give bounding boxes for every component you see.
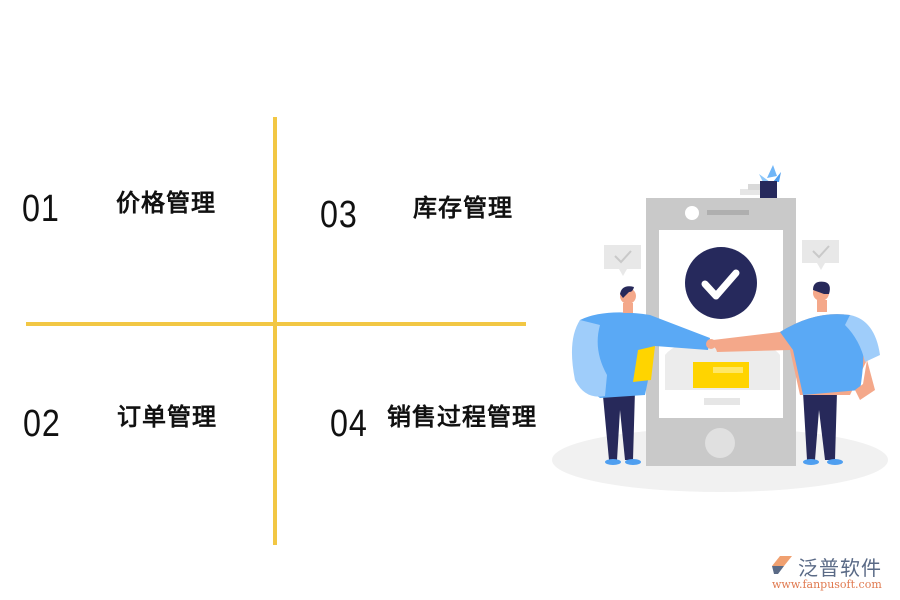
quadrant-3-number: 03 xyxy=(320,194,358,236)
vertical-divider xyxy=(273,117,277,545)
quadrant-2-number: 02 xyxy=(23,403,61,445)
speech-bubble-check-icon xyxy=(802,240,839,270)
quadrant-3-label: 库存管理 xyxy=(413,194,513,222)
checkmark-circle-icon xyxy=(685,247,757,319)
phone-home-button xyxy=(705,428,735,458)
horizontal-divider xyxy=(26,322,526,326)
logo-url: www.fanpusoft.com xyxy=(772,578,882,591)
quadrant-1-number: 01 xyxy=(22,188,60,230)
right-person xyxy=(713,281,880,465)
plant-icon xyxy=(759,165,781,198)
quadrant-1-label: 价格管理 xyxy=(116,189,216,217)
logo-name: 泛普软件 xyxy=(798,556,882,580)
left-person xyxy=(571,286,716,465)
logo-mark-icon xyxy=(772,556,792,574)
quadrant-4-number: 04 xyxy=(330,403,368,445)
speech-bubble-check-icon xyxy=(604,245,641,276)
quadrant-2-label: 订单管理 xyxy=(117,403,217,431)
fist-bump-illustration xyxy=(552,165,888,492)
fanpu-logo[interactable]: 泛普软件 www.fanpusoft.com xyxy=(768,552,896,596)
yellow-card xyxy=(693,362,749,388)
quadrant-4-label: 销售过程管理 xyxy=(387,403,537,431)
